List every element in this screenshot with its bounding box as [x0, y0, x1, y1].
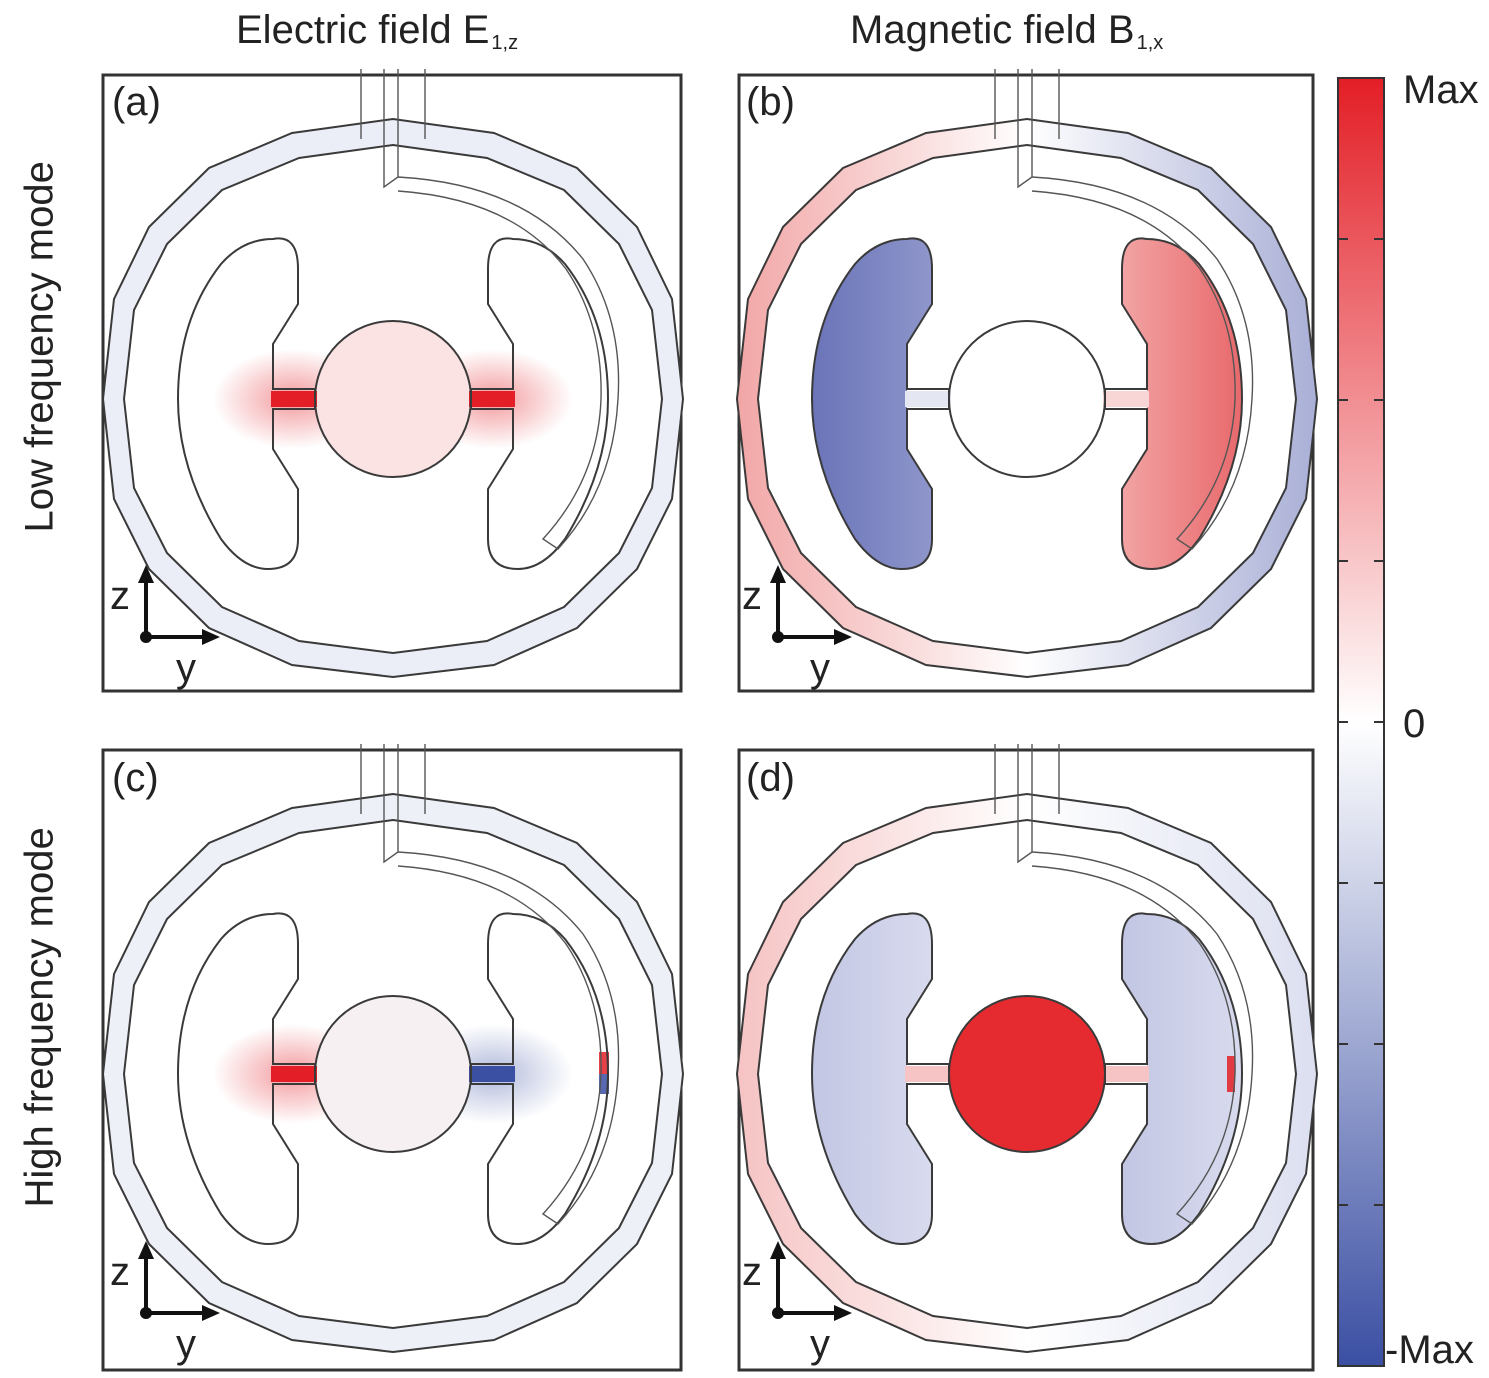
column-title-magnetic-text: Magnetic field B [850, 8, 1135, 52]
axis-label-y-b: y [810, 646, 830, 690]
gap-field-right-c [469, 1066, 515, 1082]
hotspot-blue-c [599, 1074, 609, 1094]
row-title-low: Low frequency mode [17, 161, 62, 533]
axis-indicator-a [138, 565, 220, 645]
row-title-high: High frequency mode [17, 827, 62, 1208]
axis-indicator-c [138, 1241, 220, 1321]
axis-label-z-a: z [110, 574, 130, 618]
panel-c [101, 743, 684, 1372]
column-title-magnetic-sub: 1,x [1136, 32, 1164, 54]
axis-label-z-b: z [742, 574, 762, 618]
column-title-electric-text: Electric field E [236, 8, 490, 52]
hotspot-red-d [1227, 1056, 1235, 1092]
axis-indicator-b [770, 565, 852, 645]
colorbar-min-label: -Max [1385, 1328, 1474, 1372]
gap-field-right-a [469, 391, 515, 407]
colorbar-max-label: Max [1403, 68, 1479, 112]
colorbar-ticks [1338, 77, 1384, 1367]
axis-label-y-d: y [810, 1322, 830, 1366]
axis-indicator-d [770, 1241, 852, 1321]
gap-field-right-b [1103, 391, 1149, 407]
pad-field-left-d [812, 913, 932, 1244]
gap-field-right-d [1103, 1066, 1149, 1082]
axis-label-z-d: z [742, 1250, 762, 1294]
panel-d [736, 743, 1318, 1372]
pad-field-right-b [1122, 238, 1242, 569]
disk-field-d [949, 996, 1105, 1152]
axis-label-z-c: z [110, 1250, 130, 1294]
gap-field-left-d [905, 1066, 951, 1082]
gap-field-left-b [905, 391, 951, 407]
panel-label-c: (c) [112, 756, 159, 800]
hotspot-red-c [599, 1052, 609, 1074]
panel-label-d: (d) [746, 756, 795, 800]
axis-label-y-c: y [176, 1322, 196, 1366]
panel-a [101, 68, 684, 693]
disk-field-c [315, 996, 471, 1152]
colorbar-zero-label: 0 [1403, 702, 1426, 746]
panel-label-b: (b) [746, 80, 795, 124]
pad-field-right-d [1122, 913, 1242, 1244]
pad-field-left-b [812, 238, 932, 569]
gap-field-left-a [271, 391, 317, 407]
axis-label-y-a: y [176, 646, 196, 690]
panel-b [736, 68, 1318, 693]
panel-label-a: (a) [112, 80, 161, 124]
disk-field-a [315, 321, 471, 477]
gap-field-left-c [271, 1066, 317, 1082]
column-title-electric-sub: 1,z [491, 32, 519, 54]
